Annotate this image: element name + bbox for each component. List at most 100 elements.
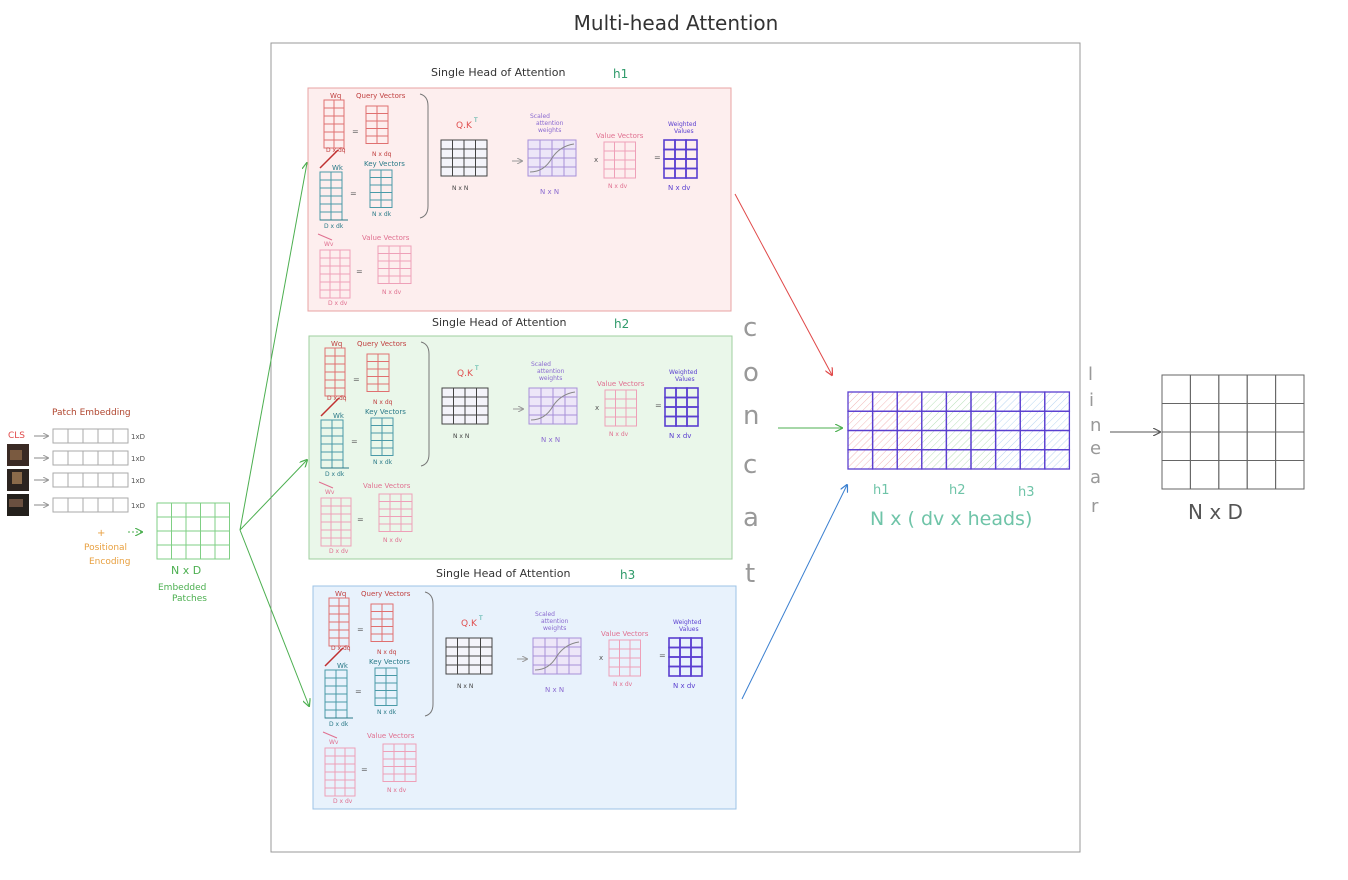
value-vectors-label: Value Vectors [367,732,415,740]
row-vector-1-cell [97,450,114,466]
scaled-dim-label: N x N [540,188,559,196]
d-dv-label: D x dv [333,798,353,805]
embedded-dim: N x D [171,564,201,577]
eq-q: = [352,127,359,136]
row-vector-0-cell [97,428,114,444]
d-dv-label: D x dv [329,548,349,555]
scaled-label-1: Scaled [530,113,550,120]
eq-k: = [350,189,357,198]
key-vectors-label: Key Vectors [365,408,406,416]
embedded-grid-cell [171,544,187,560]
row-vector-2-cell [97,472,114,488]
scaled-matrix-cell [564,414,578,425]
wv-label: Wv [325,489,335,496]
output-matrix-cell [1246,374,1277,404]
value-matrix [377,245,412,284]
eq-v: = [361,765,368,774]
wv-arrow [322,731,338,739]
qk-dim-label: N x N [457,683,473,690]
value-vectors-label-2: Value Vectors [601,630,649,638]
n-dq-label: N x dq [372,151,392,158]
linear-letter-5: r [1091,496,1099,517]
value-matrix-2 [603,141,636,179]
weighted-matrix [663,139,698,179]
value-matrix-2 [608,639,641,677]
scaled-dim-label: N x N [545,686,564,694]
wq-label: Wq [331,340,342,348]
wk-label: Wk [337,662,349,670]
qk-sup-label: T [474,365,479,372]
d-dq-label: D x dq [331,645,351,652]
row-dim-0: 1xD [131,433,145,441]
query-vectors-label: Query Vectors [357,340,407,348]
wq-matrix-cell [334,387,346,397]
wq-label: Wq [335,590,346,598]
wk-label: Wk [332,164,344,172]
weighted-matrix [668,637,703,677]
row-vector-2-cell [52,472,69,488]
value-matrix-2-cell [624,168,636,179]
value-vectors-label-2: Value Vectors [596,132,644,140]
concat-h-label-0: h1 [873,483,890,498]
output-matrix-cell [1161,374,1191,404]
weighted-matrix [664,387,699,427]
wq-arrow [319,149,339,169]
wv-arrow [317,233,333,241]
input-section: Patch Embedding CLS 1xD 1xD 1xD 1xD + Po… [7,163,309,706]
wq-arrow [320,397,340,417]
key-matrix-cell [381,447,394,456]
concat-h-label-2: h3 [1018,485,1035,500]
value-vectors-label: Value Vectors [363,482,411,490]
embedded-label-1: Embedded [158,583,206,593]
row-vector-3-cell [52,497,69,513]
pos-label-2: Encoding [89,557,130,567]
row-vectors [34,428,129,513]
scaled-label-1: Scaled [531,361,551,368]
wv-label: Wv [324,241,334,248]
key-matrix [369,169,393,208]
qk-dim-label: N x N [452,185,468,192]
output-matrix-cell [1189,431,1220,461]
concat-letter-0: c [743,313,757,343]
row-vector-1-cell [52,450,69,466]
row-vector-2-cell [82,472,99,488]
output-matrix-cell [1218,431,1248,461]
fan-arrow-h3 [239,529,309,706]
output-matrix-cell [1161,460,1191,490]
eq-q: = [353,375,360,384]
output-matrix-cell [1275,431,1305,461]
linear-letter-2: n [1090,415,1101,436]
times-sign: x [594,156,598,164]
scaled-label-2: attention [536,120,564,127]
linear-section: l i n e a r N x D [1088,364,1305,524]
value-dim-label-2: N x dv [613,681,633,688]
wv-label: Wv [329,739,339,746]
concat-letter-5: t [745,559,755,589]
query-vectors-label: Query Vectors [356,92,406,100]
output-matrix-cell [1189,374,1220,404]
softmax-curve [530,391,576,421]
eq-k: = [351,437,358,446]
concat-letter-2: n [743,401,759,431]
value-matrix-cell [404,773,417,782]
scaled-label-2: attention [541,618,569,625]
value-matrix-2-cell [629,666,641,677]
embedded-grid-cell [185,530,201,546]
head-title-1: Single Head of Attention [431,66,565,79]
patch-image-2-detail [12,472,22,484]
brace [419,93,429,219]
scaled-label-3: weights [538,127,561,134]
weighted-matrix-cell [685,167,698,179]
output-matrix-cell [1246,431,1277,461]
n-dk-label: N x dk [372,211,392,218]
embedded-grid-cell [185,516,201,532]
d-dk-label: D x dk [325,471,345,478]
fan-arrow-h1 [239,163,307,531]
d-dv-label: D x dv [328,300,348,307]
row-dims: 1xD 1xD 1xD 1xD [131,433,145,510]
eq-w: = [654,153,661,162]
embedded-label-2: Patches [172,594,207,604]
